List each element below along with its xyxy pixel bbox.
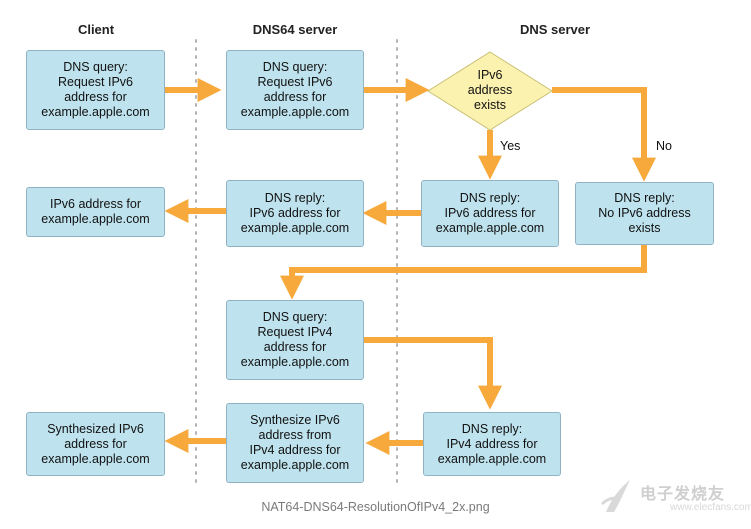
column-header-client: Client (77, 22, 115, 37)
watermark-logo-icon (600, 480, 630, 512)
watermark: 电子发烧友 www.elecfans.com (600, 474, 751, 520)
arrow-reply-no-to-ipv4-query (280, 245, 647, 300)
watermark-name: 电子发烧友 (640, 486, 726, 503)
column-header-dns: DNS server (519, 22, 591, 37)
arrow-ipv4-query-to-dns (364, 337, 502, 410)
watermark-url: www.elecfans.com (670, 502, 751, 513)
edge-label-no: No (656, 139, 672, 153)
image-caption: NAT64-DNS64-ResolutionOfIPv4_2x.png (261, 500, 490, 514)
arrow-decision-no (552, 87, 656, 182)
edge-label-yes: Yes (500, 139, 521, 153)
column-header-dns64: DNS64 server (252, 22, 338, 37)
